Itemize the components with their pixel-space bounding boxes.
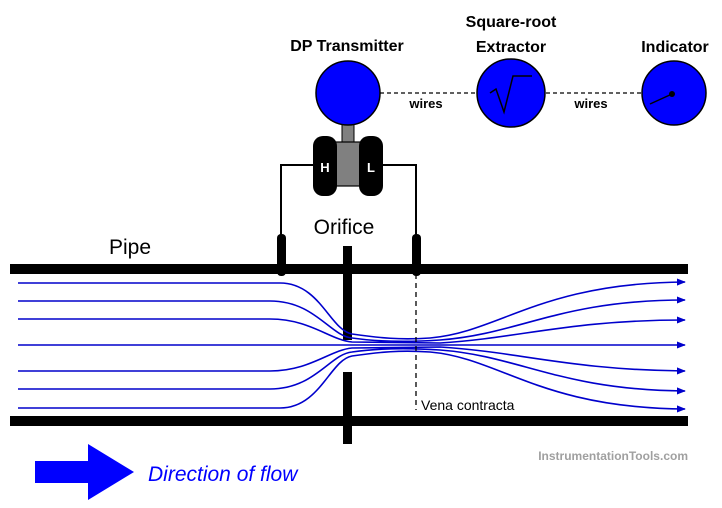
streamline-6	[18, 347, 686, 395]
streamline-1	[18, 278, 686, 340]
high-side-flange	[313, 136, 337, 196]
sqrt-extractor-label-line2: Extractor	[476, 39, 546, 56]
indicator-label: Indicator	[641, 39, 709, 56]
direction-arrow-icon	[35, 444, 134, 500]
low-port-label: L	[367, 160, 375, 175]
wires-label-left: wires	[408, 96, 442, 111]
indicator-pivot	[669, 91, 675, 97]
streamline-5	[18, 346, 686, 375]
dp-transmitter-label: DP Transmitter	[290, 38, 404, 55]
orifice-plate-top	[343, 246, 352, 340]
low-side-flange	[359, 136, 383, 196]
transmitter-body	[332, 141, 364, 187]
direction-of-flow-label: Direction of flow	[148, 463, 299, 486]
wires-label-right: wires	[573, 96, 607, 111]
orifice-label: Orifice	[314, 216, 375, 239]
flow-streamlines	[18, 278, 686, 413]
square-root-icon	[489, 75, 532, 115]
low-impulse-line	[380, 164, 417, 236]
high-impulse-line	[280, 164, 316, 236]
streamline-7	[18, 350, 686, 413]
orifice-plate-bottom	[343, 372, 352, 444]
streamline-2	[18, 296, 686, 343]
low-pressure-tap	[412, 234, 421, 276]
high-pressure-tap	[277, 234, 286, 276]
streamline-3	[18, 316, 686, 344]
vena-contracta-label: Vena contracta	[421, 397, 515, 413]
pipe-label: Pipe	[109, 236, 151, 259]
watermark-text: InstrumentationTools.com	[538, 449, 688, 463]
sqrt-extractor-label-line1: Square-root	[466, 14, 557, 31]
dp-transmitter-circle	[315, 60, 381, 126]
sqrt-extractor-circle	[476, 58, 546, 128]
high-port-label: H	[320, 160, 329, 175]
indicator-needle-icon	[649, 93, 673, 105]
